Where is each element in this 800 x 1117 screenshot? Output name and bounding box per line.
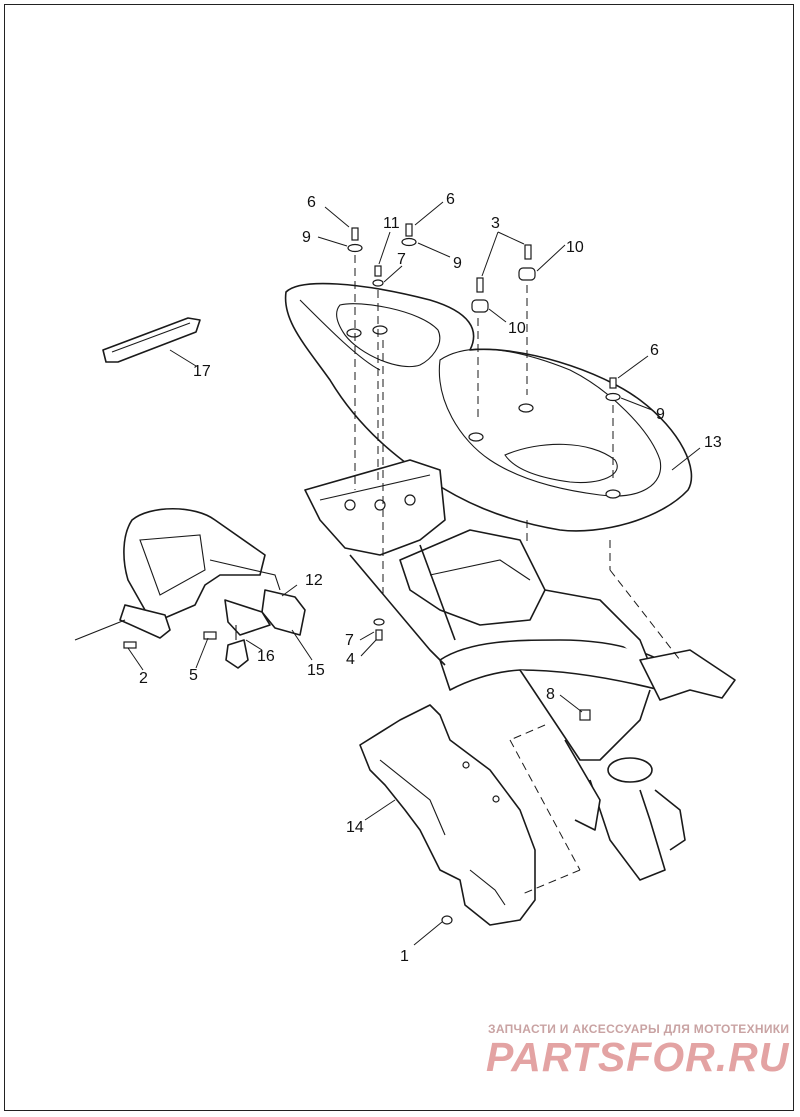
callout-2: 2: [139, 670, 148, 687]
callout-9-middle: 9: [453, 255, 462, 272]
callout-10-top: 10: [566, 239, 584, 256]
hardware-fasteners: [123, 223, 621, 925]
callout-8: 8: [546, 686, 555, 703]
watermark-tagline: ЗАПЧАСТИ И АКСЕССУАРЫ ДЛЯ МОТОТЕХНИКИ: [488, 1022, 790, 1036]
callout-5: 5: [189, 667, 198, 684]
callout-17: 17: [193, 363, 211, 380]
callout-1: 1: [400, 948, 409, 965]
callout-12: 12: [305, 572, 323, 589]
callout-3: 3: [491, 215, 500, 232]
callout-11: 11: [383, 215, 400, 232]
seat-pad-part: [102, 317, 201, 363]
callout-7-top: 7: [397, 251, 406, 268]
seat-assembly: [284, 282, 693, 532]
callout-7-bottom: 7: [345, 632, 354, 649]
callout-6-left: 6: [307, 194, 316, 211]
rear-subframe: [304, 459, 736, 881]
callout-6-right: 6: [650, 342, 659, 359]
tail-light-assembly: [74, 507, 281, 641]
callout-15: 15: [307, 662, 325, 679]
watermark-brand: PARTSFOR.RU: [486, 1034, 790, 1080]
callout-4: 4: [346, 651, 355, 668]
callout-labels: 6 9 11 7 6 9 3 10 10 6 9 13 17 12 15 16 …: [139, 191, 722, 965]
callout-6-middle: 6: [446, 191, 455, 208]
callout-14: 14: [346, 819, 364, 836]
alignment-lines: [354, 255, 681, 896]
callout-13: 13: [704, 434, 722, 451]
diagram-border: [4, 4, 794, 1111]
callout-10-bottom: 10: [508, 320, 526, 337]
leader-lines: [127, 201, 701, 946]
rear-fender-part: [359, 704, 536, 926]
callout-9-right: 9: [656, 406, 665, 423]
callout-16: 16: [257, 648, 275, 665]
callout-9-left: 9: [302, 229, 311, 246]
bracket-parts: [224, 589, 306, 669]
